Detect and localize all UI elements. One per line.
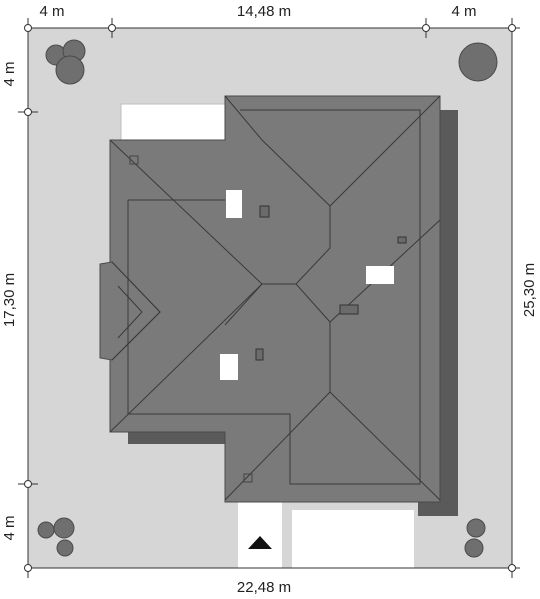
hip-center-left bbox=[224, 283, 263, 326]
roof bbox=[109, 95, 441, 503]
dimension-nodes bbox=[24, 24, 516, 572]
vent-2 bbox=[243, 473, 253, 483]
roof-shadow-left-wing bbox=[128, 430, 238, 444]
tree-icon bbox=[464, 518, 486, 558]
walkway bbox=[292, 510, 414, 568]
chimney-3 bbox=[339, 304, 359, 315]
dormer-inner bbox=[117, 285, 143, 339]
terrace bbox=[120, 103, 232, 145]
dim-label-right-total: 25,30 m bbox=[521, 263, 538, 317]
hip-left-bottom bbox=[109, 283, 263, 433]
valley-bottom-left bbox=[224, 391, 331, 501]
tree-icon bbox=[458, 42, 498, 82]
chimney-4 bbox=[255, 348, 264, 361]
driveway bbox=[238, 500, 290, 568]
skylight-2 bbox=[366, 266, 394, 284]
chimney-2 bbox=[397, 236, 407, 244]
skylight-1 bbox=[226, 190, 242, 218]
driveway-divider bbox=[282, 500, 290, 568]
dim-label-left-depth: 17,30 m bbox=[1, 273, 18, 327]
ridge-center bbox=[262, 283, 331, 392]
wall-outline-bottom bbox=[128, 109, 421, 485]
entrance-arrow-icon bbox=[248, 536, 272, 549]
tree-icon bbox=[45, 39, 86, 85]
dim-label-left-top: 4 m bbox=[1, 61, 18, 86]
dim-label-top-left: 4 m bbox=[39, 3, 64, 20]
skylight-3 bbox=[220, 354, 238, 380]
dim-label-top-width: 14,48 m bbox=[237, 3, 291, 20]
dim-label-bottom-total: 22,48 m bbox=[237, 579, 291, 596]
dim-label-left-bottom: 4 m bbox=[1, 515, 18, 540]
chimney-1 bbox=[259, 205, 270, 218]
hip-top-right bbox=[329, 95, 441, 207]
tree-icon bbox=[37, 517, 75, 557]
valley-bottom-right bbox=[329, 391, 441, 501]
vent-1 bbox=[129, 155, 139, 165]
dim-label-top-right: 4 m bbox=[451, 3, 476, 20]
